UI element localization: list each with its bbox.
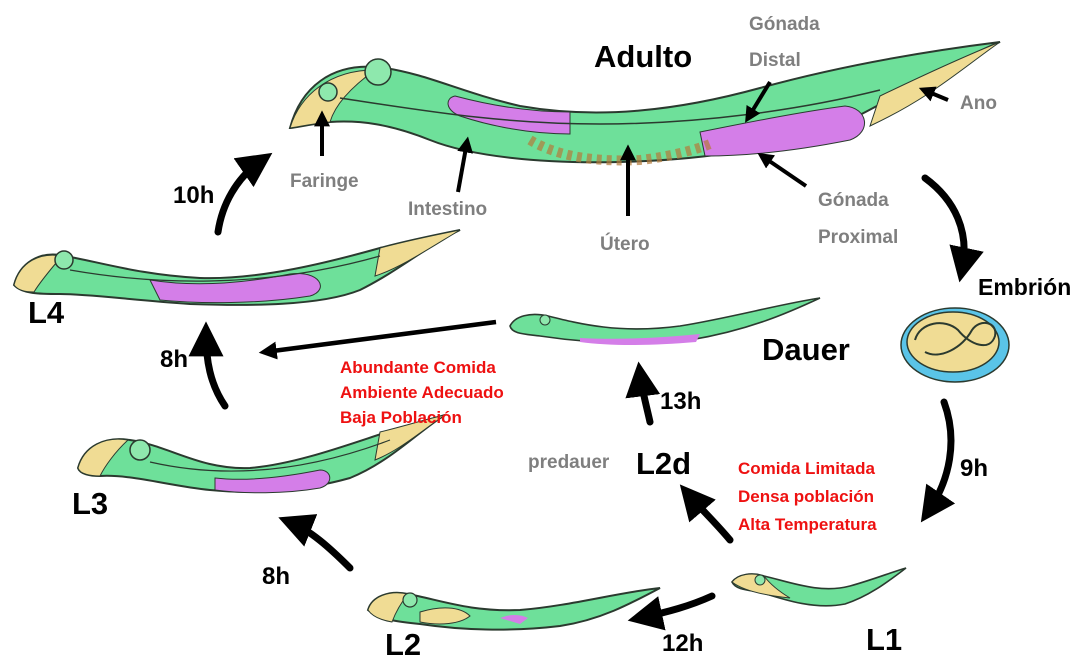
label-gonad-distal-2: Distal	[749, 50, 801, 71]
label-uterus: Útero	[600, 233, 650, 255]
label-pharynx: Faringe	[290, 171, 359, 192]
adult-pharynx-bulb	[365, 59, 391, 85]
time-l4-adult: 10h	[173, 182, 214, 209]
l2-pharynx-bulb	[403, 593, 417, 607]
arrow-l2d-to-dauer	[640, 374, 650, 422]
arrow-l1-to-l2	[640, 596, 712, 618]
cond-unfavorable-3: Alta Temperatura	[738, 515, 877, 534]
cond-favorable-2: Ambiente Adecuado	[340, 383, 504, 402]
label-predauer: predauer	[528, 452, 610, 473]
label-embryo: Embrión	[978, 274, 1071, 300]
arrow-l3-to-l4	[206, 334, 225, 406]
l1-pharynx-bulb	[755, 575, 765, 585]
label-l2: L2	[385, 627, 421, 660]
l4-worm	[14, 230, 460, 305]
l4-tail-tissue	[375, 230, 460, 276]
label-gonad-distal-1: Gónada	[749, 14, 820, 35]
time-l3-l4: 8h	[160, 346, 188, 373]
label-anus: Ano	[960, 93, 997, 114]
l4-pharynx-bulb	[55, 251, 73, 269]
favorable-conditions: Abundante Comida Ambiente Adecuado Baja …	[340, 358, 504, 427]
label-l4: L4	[28, 295, 65, 330]
pointer-gonad-proximal	[762, 156, 806, 186]
dauer-pharynx-bulb	[540, 315, 550, 325]
label-intestine: Intestino	[408, 199, 487, 220]
cond-favorable-3: Baja Población	[340, 408, 462, 427]
arrow-l2-to-l3	[290, 522, 350, 568]
time-embryo-l1: 9h	[960, 455, 988, 482]
label-gonad-proximal-2: Proximal	[818, 227, 898, 248]
time-l2d-dauer: 13h	[660, 388, 701, 415]
label-l3: L3	[72, 486, 108, 521]
arrow-embryo-to-l1	[928, 402, 951, 512]
cond-favorable-1: Abundante Comida	[340, 358, 496, 377]
time-l2-l3: 8h	[262, 563, 290, 590]
l3-pharynx-bulb	[130, 440, 150, 460]
time-l1-l2: 12h	[662, 630, 703, 657]
l2-worm	[368, 588, 660, 630]
cond-unfavorable-2: Densa población	[738, 487, 874, 506]
pointer-anus	[924, 90, 948, 100]
unfavorable-conditions: Comida Limitada Densa población Alta Tem…	[738, 459, 877, 534]
embryo-egg	[901, 308, 1009, 382]
arrow-l4-to-adult	[218, 160, 262, 232]
cond-unfavorable-1: Comida Limitada	[738, 459, 876, 478]
label-adult: Adulto	[594, 39, 692, 74]
arrow-dauer-to-l4	[265, 322, 496, 352]
label-l1: L1	[866, 622, 902, 657]
adult-pharynx-bulb-2	[319, 83, 337, 101]
egg-inner	[907, 312, 999, 372]
label-dauer: Dauer	[762, 332, 850, 367]
label-gonad-proximal-1: Gónada	[818, 190, 889, 211]
arrow-adult-to-embryo	[925, 178, 964, 270]
l1-worm	[732, 568, 906, 606]
label-l2d: L2d	[636, 446, 691, 481]
arrow-l1-to-l2d	[688, 494, 730, 540]
